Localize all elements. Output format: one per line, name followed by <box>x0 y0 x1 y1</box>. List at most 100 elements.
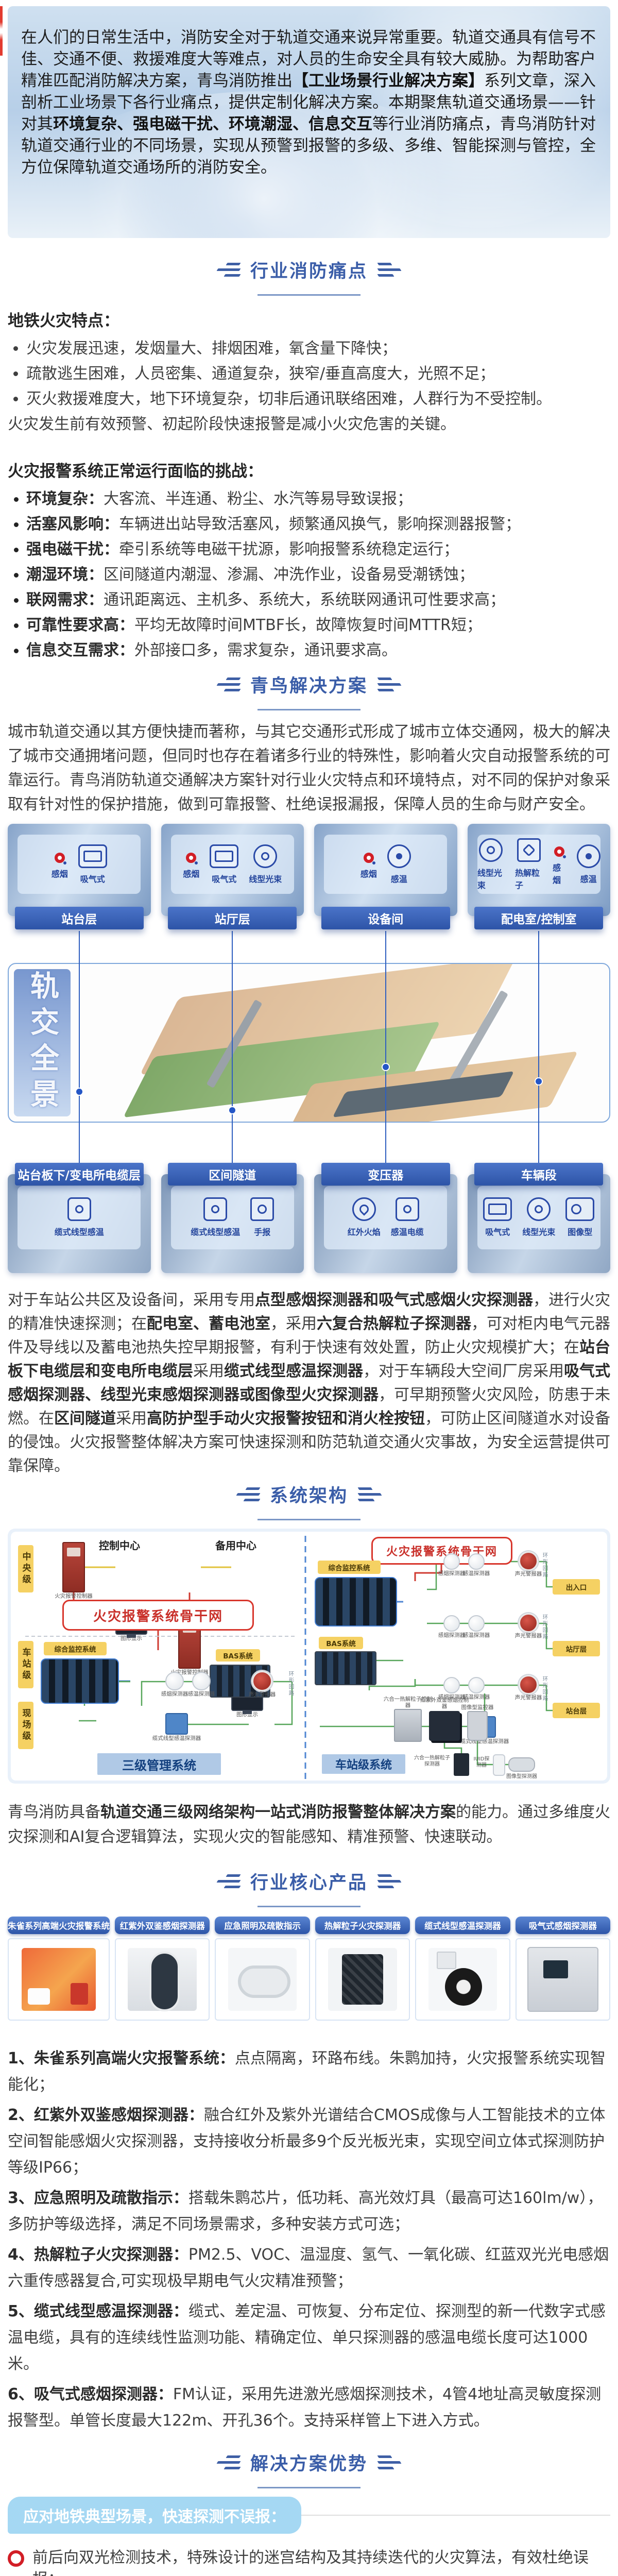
arch-node-vtext: 环形回路 <box>288 1671 295 1697</box>
metro-fire-feature-list: 火灾发展迅速，发烟量大、排烟困难，氧含量下降快；疏散逃生困难，人员密集、通道复杂… <box>8 336 610 412</box>
solution-intro: 城市轨道交通以其方便快捷而著称，与其它交通形式形成了城市立体交通网，极大的解决了… <box>8 723 610 814</box>
panorama-panel: 轨交全景 <box>8 963 610 1123</box>
detector-icon-box: 热解粒子 <box>515 838 542 891</box>
detector-icon-cam: 图像型 <box>565 1197 595 1238</box>
product-item-lead: 5、缆式线型感温探测器： <box>8 2302 188 2320</box>
detector-icon-rect: 吸气式 <box>483 1197 512 1238</box>
scene-icon-overlay: 感烟感温 <box>324 835 448 894</box>
arch-node-ychip: BAS系统 <box>216 1649 260 1662</box>
advantage-tag-row: 应对地铁典型场景，快速探测不误报： <box>8 2497 610 2534</box>
arch-node-vchip: 中央级 <box>18 1545 33 1592</box>
product-item-text: 搭载朱鹮芯片，低功耗、高光效灯具（最高可达160lm/w），多防护等级选择，满足… <box>8 2189 603 2233</box>
icon-caption: 吸气式 <box>80 874 105 884</box>
arch-node-caption: 感烟探测器 <box>438 1694 466 1700</box>
rect-icon <box>483 1197 512 1222</box>
detail-text-run: ，可防止区间隧道水对设备的侵蚀。火灾报警整体解决方案可快速探测和防范轨道交通火灾… <box>8 1410 610 1475</box>
detail-text-run: ，可对柜内电气元器件及导线以及蓄电池热失控早期报警，有利于快速有效处置，防止火灾… <box>8 1315 610 1357</box>
icon-caption: 感烟 <box>553 862 561 885</box>
challenge-lead: 联网需求： <box>26 591 104 609</box>
product-item-text: 缆式、差定温、可恢复、分布定位、探测型的新一代数字式感温电缆，具有的连续线性监测… <box>8 2302 606 2373</box>
arch-node-sound: 声光警报器 <box>515 1551 542 1577</box>
product-card-title: 缆式线型感温探测器 <box>415 1917 510 1934</box>
scene-card: 缆式线型感温站台板下/变电所电缆层 <box>8 1163 151 1273</box>
arch-node-det: 感温探测器 <box>463 1553 490 1577</box>
detector-icon-rect: 吸气式 <box>78 844 107 885</box>
rect-icon <box>210 844 239 868</box>
arch-node-caption: 感烟探测器 <box>438 1570 466 1577</box>
rect-icon <box>78 844 107 868</box>
section-title-advantages: 解决方案优势 <box>250 2454 368 2475</box>
arch-node-vtext: 环形回路 <box>542 1614 548 1640</box>
scene-card: 缆式线型感温手报区间隧道 <box>161 1163 304 1273</box>
arch-node-ychip: 综合监控系统 <box>44 1642 107 1655</box>
product-card-title: 吸气式感烟探测器 <box>515 1917 611 1934</box>
detail-text-run: 对于车站公共区及设备间，采用专用 <box>8 1291 255 1309</box>
product-card: 红紫外双鉴感烟探测器 <box>115 1917 210 2021</box>
challenge-lead: 潮湿环境： <box>26 566 104 584</box>
challenge-item: 可靠性要求高：平均无故障时间MTBF长，故障恢复时间MTTR短； <box>8 613 610 638</box>
arch-node-ychip: 站厅层 <box>553 1641 600 1656</box>
scene-cards-bottom: 缆式线型感温站台板下/变电所电缆层缆式线型感温手报区间隧道红外火焰感温电缆变压器… <box>8 1163 610 1273</box>
icon-caption: 感温电缆 <box>390 1227 424 1238</box>
flame-icon <box>352 1197 376 1222</box>
hero-banner: 在人们的日常生活中，消防安全对于轨道交通来说异常重要。轨道交通具有信号不佳、交通… <box>8 6 610 238</box>
arch-node-redbox: 火灾报警系统骨干网 <box>62 1600 254 1631</box>
scene-solution-diagram: 轨交全景 感烟吸气式站台层感烟吸气式线型光束站厅层感烟感温设备间线型光束热解粒子… <box>8 824 610 1273</box>
feature-item: 火灾发展迅速，发烟量大、排烟困难，氧含量下降快； <box>26 336 610 361</box>
detector-icon-ring: 感烟 <box>52 850 68 879</box>
detail-text-run: ，可早期预警火灾风险，防患于未燃。在 <box>8 1386 610 1428</box>
arch-node-caption: 感温探测器 <box>462 1632 490 1638</box>
scene-photo: 线型光束热解粒子感烟感温 <box>467 824 610 916</box>
product-list-item: 6、吸气式感烟探测器：FM认证，采用先进激光感烟探测技术，4管4地址高灵敏度探测… <box>8 2381 610 2434</box>
ring-bullet-icon <box>8 2550 24 2567</box>
feature-item: 疏散逃生困难，人员密集、通道复杂，狭窄/垂直高度大，光照不足； <box>26 361 610 386</box>
hero-text-run: 系列文章，深入剖析工业场景下各行业痛点，提供定制化解决方案。本期聚焦轨道交通场景… <box>21 72 596 133</box>
product-card-photo <box>115 1938 210 2021</box>
product-image <box>128 1948 197 2011</box>
arch-node-darkcube: 红紫外双鉴感烟控制器 <box>420 1697 469 1741</box>
scene-icon-overlay: 红外火焰感温电缆 <box>324 1186 448 1249</box>
icon-caption: 感烟 <box>360 869 377 879</box>
product-image <box>328 1948 397 2011</box>
ring-icon <box>54 852 66 865</box>
ring-icon <box>363 852 375 865</box>
scene-photo: 感烟感温 <box>314 824 457 916</box>
arch-node-det: 感温探测器 <box>463 1677 490 1700</box>
detail-text-run: 吸气式感烟探测器、线型光束感烟探测器或图像型火灾探测器 <box>8 1362 610 1404</box>
beam-icon <box>253 844 278 868</box>
ring-icon <box>554 846 566 858</box>
product-list-item: 3、应急照明及疏散指示：搭载朱鹮芯片，低功耗、高光效灯具（最高可达160lm/w… <box>8 2185 610 2238</box>
arch-node-caption: 感温探测器 <box>187 1691 215 1697</box>
icon-caption: 缆式线型感温 <box>191 1227 241 1238</box>
beam-icon <box>527 1197 551 1222</box>
scene-icon-overlay: 缆式线型感温 手报 <box>170 1186 294 1249</box>
product-card-photo <box>215 1938 310 2021</box>
cable-icon <box>67 1197 91 1222</box>
arch-node-caption: 图像型监控器 <box>461 1704 494 1710</box>
arch-node-whitedev <box>493 1754 505 1776</box>
challenge-lead: 可靠性要求高： <box>26 616 134 634</box>
challenge-item: 环境复杂：大客流、半连通、粉尘、水汽等易导致误报； <box>8 486 610 512</box>
challenge-list: 环境复杂：大客流、半连通、粉尘、水汽等易导致误报；活塞风影响：车辆进出站导致活塞… <box>8 486 610 663</box>
icon-caption: 手报 <box>254 1227 271 1238</box>
arch-node-caption: 感烟探测器 <box>438 1632 466 1638</box>
header-deco-left-icon <box>236 1487 261 1501</box>
detail-text-run: 缆式线型感温探测器 <box>224 1362 363 1380</box>
header-underline <box>258 294 360 296</box>
product-card-title: 应急照明及疏散指示 <box>215 1917 310 1934</box>
cable-icon <box>395 1197 419 1222</box>
advantage-tag: 应对地铁典型场景，快速探测不误报： <box>8 2497 301 2534</box>
challenge-item: 强电磁干扰：牵引系统等电磁干扰源，影响报警系统稳定运行； <box>8 537 610 562</box>
scene-card: 感烟感温设备间 <box>314 824 457 929</box>
system-architecture-diagram: 中央级控制中心火灾报警控制器图形显示备用中心火灾报警控制器图形显示火灾报警系统骨… <box>11 1532 607 1781</box>
header-underline <box>258 709 360 710</box>
product-card: 应急照明及疏散指示 <box>215 1917 310 2021</box>
arch-node-redbox: 火灾报警系统骨干网 <box>371 1537 512 1565</box>
arch-node-camdev: 图像型监控器 <box>461 1704 494 1741</box>
hero-paragraph: 在人们的日常生活中，消防安全对于轨道交通来说异常重要。轨道交通具有信号不佳、交通… <box>8 6 610 178</box>
product-list-item: 5、缆式线型感温探测器：缆式、差定温、可恢复、分布定位、探测型的新一代数字式感温… <box>8 2298 610 2377</box>
arch-node-caption: 感温探测器 <box>462 1570 490 1577</box>
challenge-text: 区间隧道内潮湿、渗漏、冲洗作业，设备易受潮锈蚀； <box>104 566 474 584</box>
arch-node-bluebar: 三级管理系统 <box>97 1753 221 1775</box>
challenge-text: 外部接口多，需求复杂，通讯要求高。 <box>134 641 397 659</box>
